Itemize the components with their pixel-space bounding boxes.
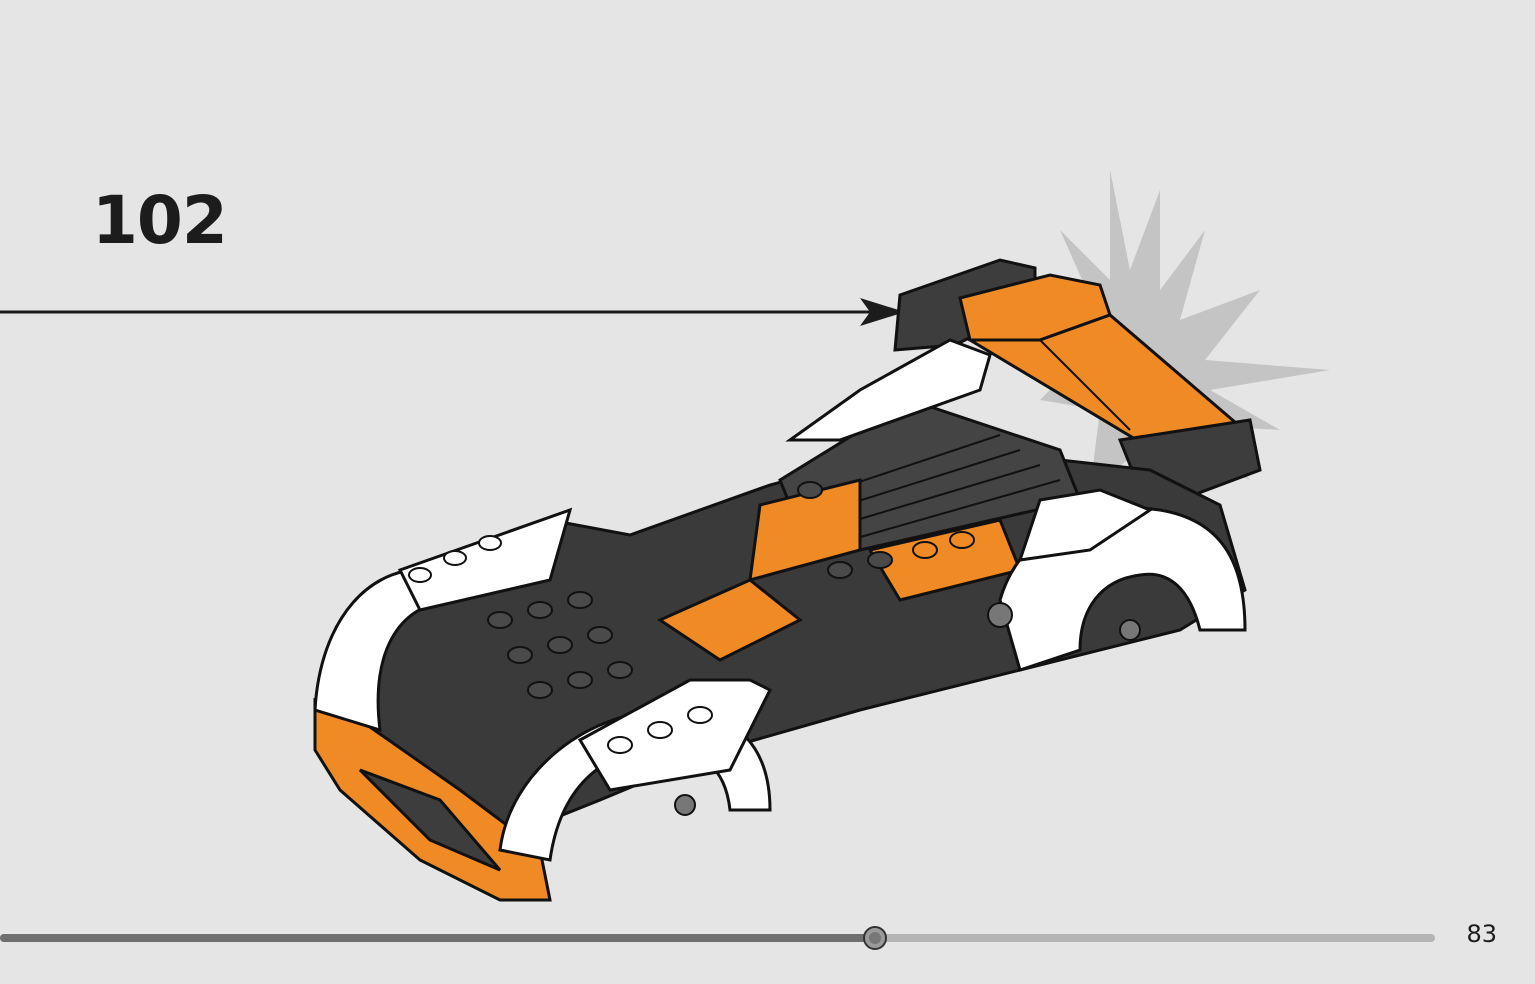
rear-left-fender [785,338,992,442]
car-model-illustration [313,170,1330,902]
progress-track-filled [0,934,875,942]
wheel-hubs [674,602,1141,816]
progress-bar[interactable] [0,922,1440,954]
front-nose [313,697,552,902]
front-left-fender [313,507,573,733]
slider-knob-icon [863,926,887,950]
rear-right-fender [998,488,1247,672]
page-number: 83 [1466,920,1497,948]
rear-spoiler [893,258,1262,502]
chassis [343,398,1247,842]
arrow-right-icon [0,298,905,326]
step-number: 102 [92,182,228,259]
front-right-fender [498,678,773,862]
